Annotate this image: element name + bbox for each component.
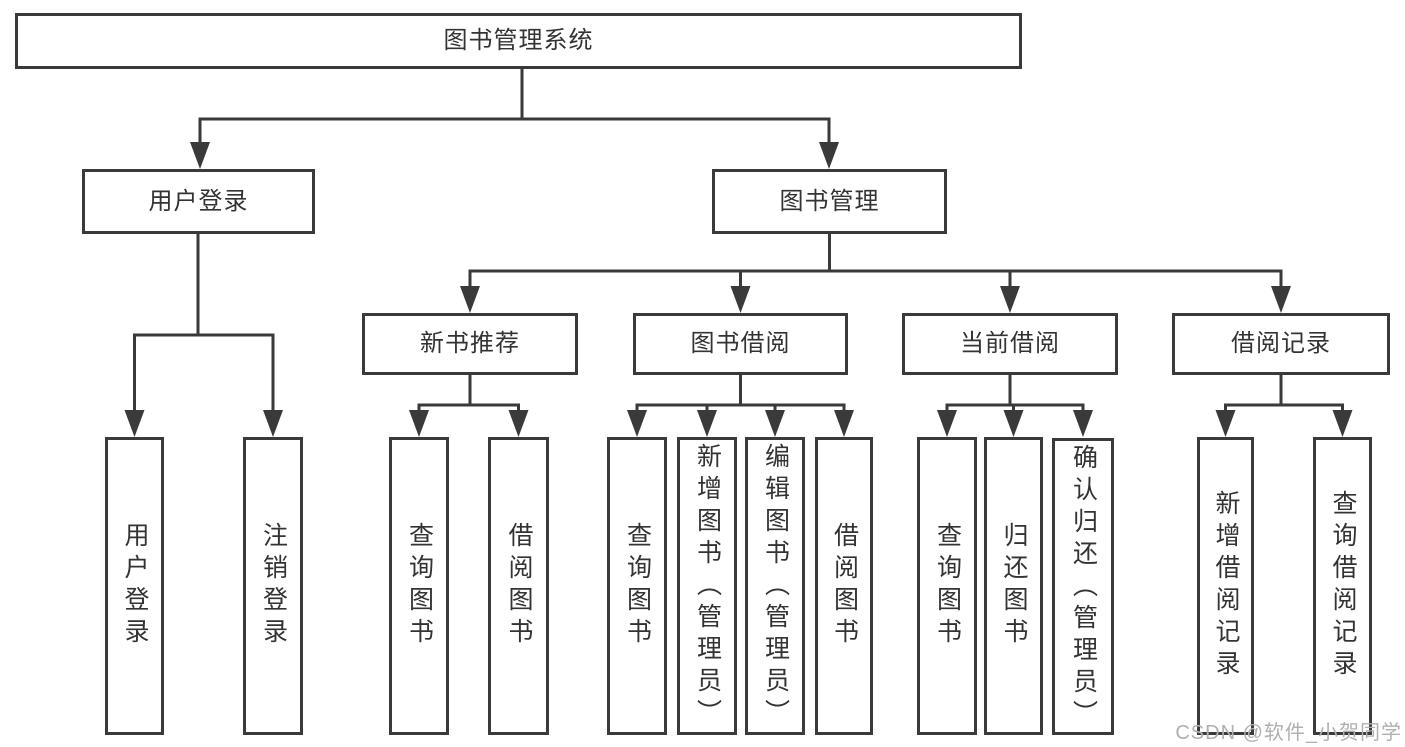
node-cb-query: 查询图书	[917, 437, 977, 735]
node-bb-borrow-label: 借阅图书	[830, 522, 859, 650]
node-new-book-rec: 新书推荐	[362, 313, 578, 375]
node-bb-edit-label: 编辑图书（管理员）	[761, 443, 790, 731]
node-nb-query: 查询图书	[389, 437, 449, 735]
node-cb-confirm-label: 确认归还（管理员）	[1069, 443, 1098, 732]
node-cb-confirm: 确认归还（管理员）	[1052, 438, 1114, 735]
node-ul-logout-label: 注销登录	[259, 522, 288, 650]
arrowhead-icon	[508, 410, 529, 437]
edge-root-to-level2	[190, 69, 839, 169]
edge-new-book-rec-to-children	[409, 375, 529, 437]
node-br-query-label: 查询借阅记录	[1329, 490, 1357, 682]
node-nb-borrow-label: 借阅图书	[505, 522, 533, 650]
node-bb-query-label: 查询图书	[623, 522, 652, 650]
node-nb-borrow: 借阅图书	[488, 437, 549, 735]
node-new-book-rec-label: 新书推荐	[420, 330, 520, 357]
arrowhead-icon	[460, 286, 480, 313]
arrowhead-icon	[697, 410, 717, 437]
node-nb-query-label: 查询图书	[405, 522, 434, 650]
node-user-login: 用户登录	[82, 169, 315, 234]
arrowhead-icon	[627, 410, 647, 437]
node-br-query: 查询借阅记录	[1313, 437, 1372, 735]
node-ul-login-label: 用户登录	[121, 522, 149, 650]
node-book-borrow: 图书借阅	[633, 313, 848, 375]
edge-user-login-to-children	[124, 234, 283, 437]
node-current-borrow: 当前借阅	[902, 313, 1118, 375]
arrowhead-icon	[190, 142, 210, 169]
arrowhead-icon	[765, 410, 785, 437]
arrowhead-icon	[409, 410, 429, 437]
node-br-add-label: 新增借阅记录	[1212, 490, 1240, 682]
arrowhead-icon	[1003, 410, 1024, 437]
node-cb-query-label: 查询图书	[933, 522, 962, 650]
node-current-borrow-label: 当前借阅	[960, 330, 1060, 357]
arrowhead-icon	[1000, 286, 1020, 313]
edge-current-borrow-to-children	[937, 375, 1093, 437]
node-bb-query: 查询图书	[607, 437, 667, 735]
arrowhead-icon	[263, 410, 283, 437]
arrowhead-icon	[937, 410, 957, 437]
edge-borrow-records-to-children	[1215, 375, 1353, 437]
node-ul-login: 用户登录	[105, 437, 164, 735]
arrowhead-icon	[819, 142, 839, 169]
node-borrow-records: 借阅记录	[1172, 313, 1390, 375]
node-root-label: 图书管理系统	[443, 27, 594, 54]
arrowhead-icon	[1332, 410, 1353, 437]
node-root: 图书管理系统	[15, 13, 1022, 69]
node-bb-add-label: 新增图书（管理员）	[693, 443, 722, 731]
arrowhead-icon	[1073, 410, 1093, 437]
node-br-add: 新增借阅记录	[1197, 437, 1254, 735]
node-book-borrow-label: 图书借阅	[690, 330, 791, 357]
edge-book-mgmt-to-level3	[460, 234, 1291, 313]
csdn-watermark: CSDN @软件_小贺同学	[1175, 722, 1402, 744]
node-bb-add: 新增图书（管理员）	[677, 437, 737, 735]
node-book-mgmt-label: 图书管理	[779, 187, 880, 215]
node-book-mgmt: 图书管理	[712, 169, 947, 234]
edge-book-borrow-to-children	[627, 375, 854, 437]
node-cb-return: 归还图书	[984, 437, 1043, 735]
node-user-login-label: 用户登录	[148, 187, 249, 215]
arrowhead-icon	[730, 286, 751, 313]
node-bb-borrow: 借阅图书	[815, 437, 873, 735]
arrowhead-icon	[834, 410, 854, 437]
node-ul-logout: 注销登录	[243, 437, 303, 735]
arrowhead-icon	[124, 410, 145, 437]
node-cb-return-label: 归还图书	[1000, 522, 1028, 650]
node-bb-edit: 编辑图书（管理员）	[745, 437, 805, 735]
node-borrow-records-label: 借阅记录	[1231, 330, 1331, 357]
arrowhead-icon	[1271, 286, 1291, 313]
arrowhead-icon	[1215, 410, 1236, 437]
